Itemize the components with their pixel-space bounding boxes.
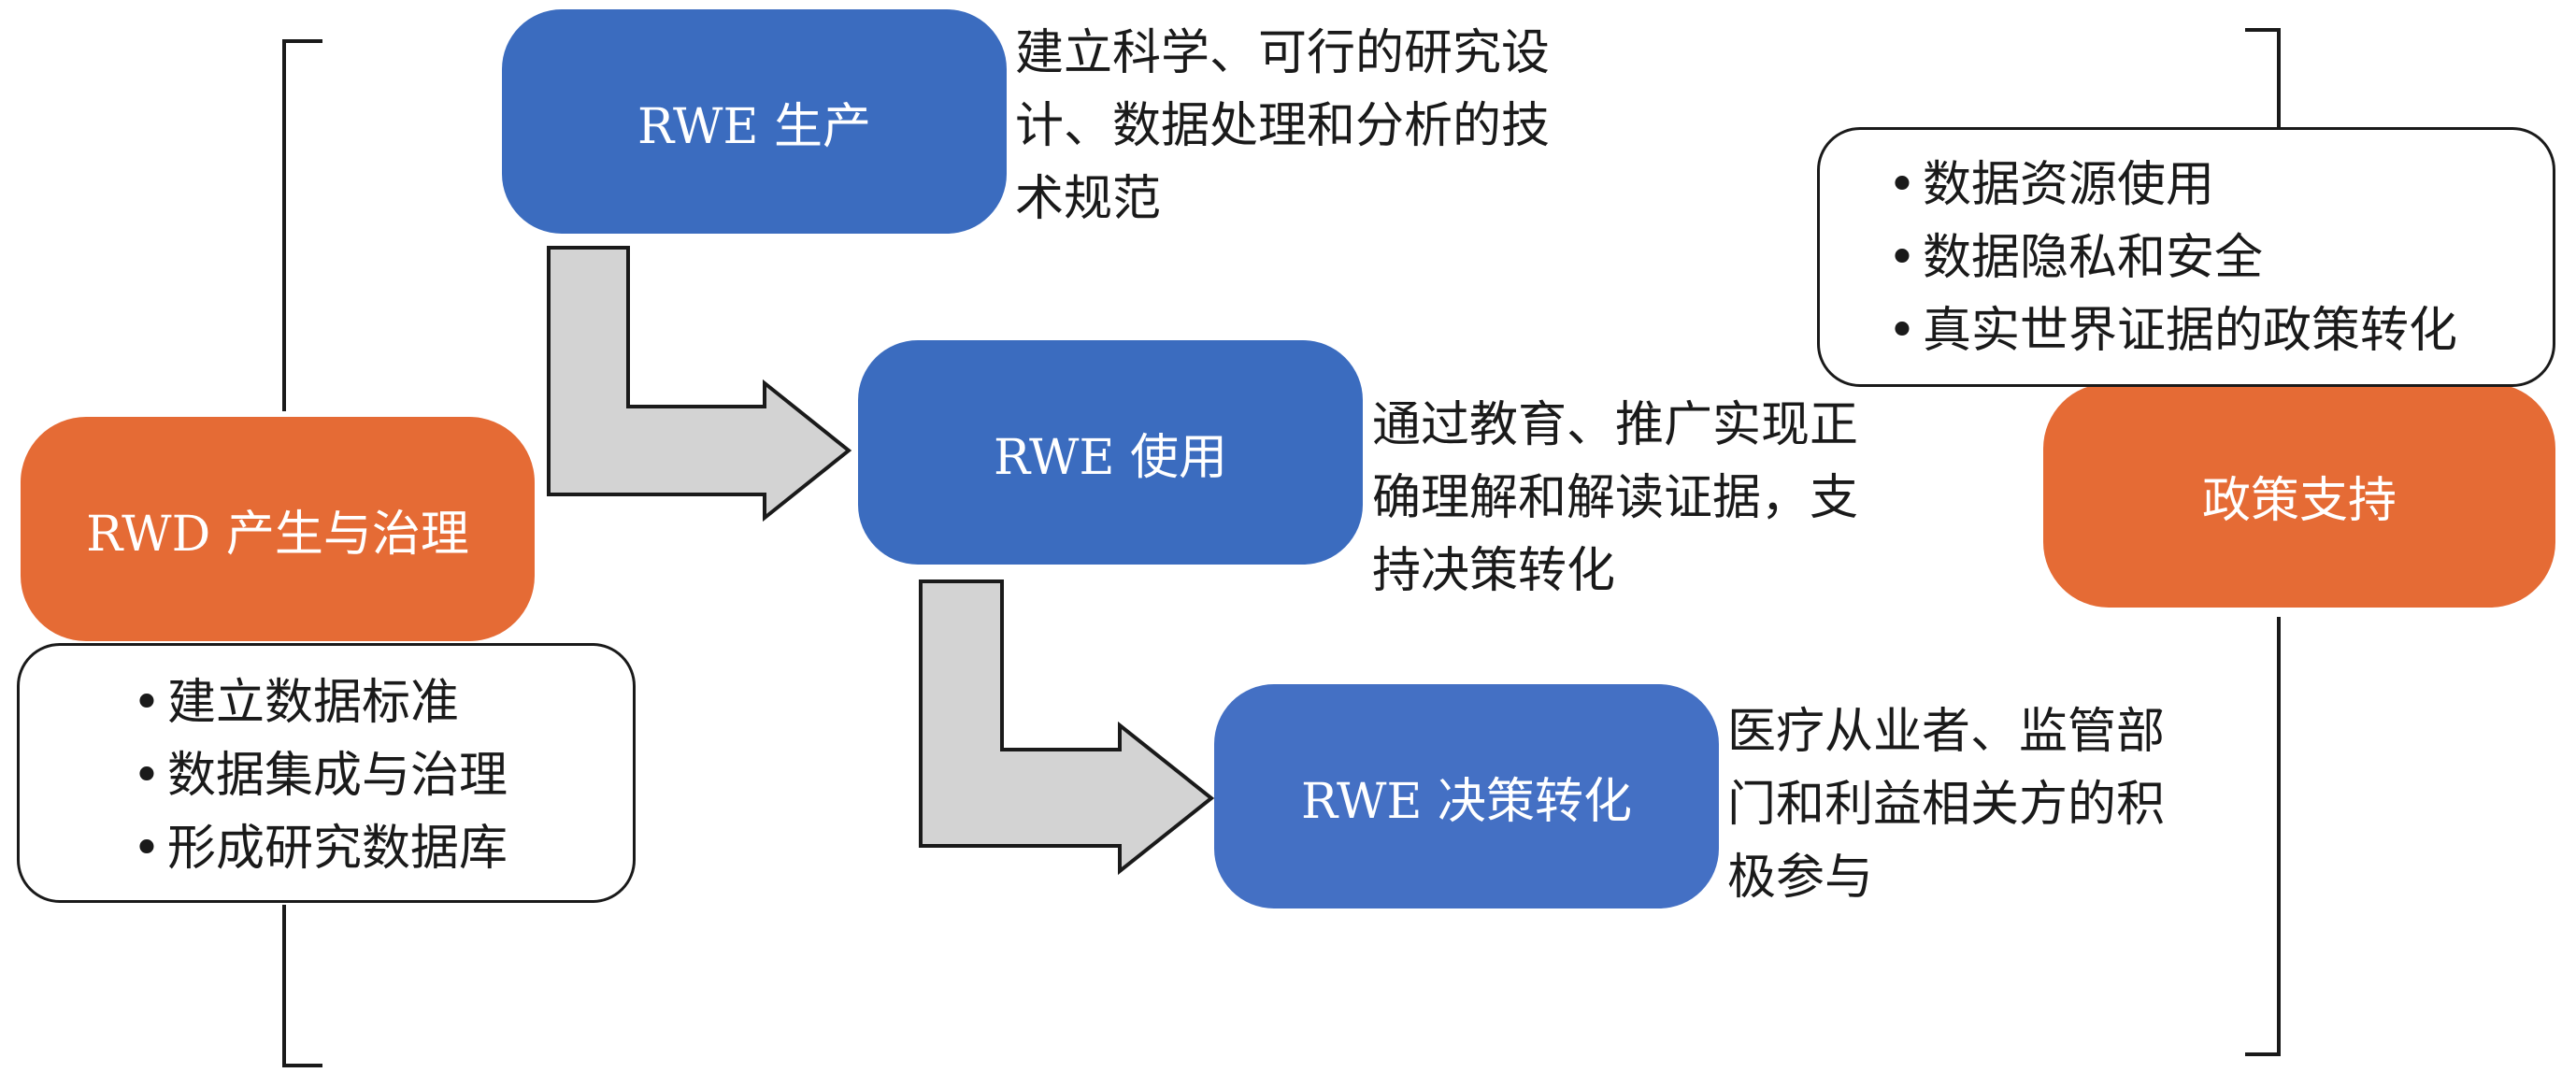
- node-rwe-use-label: RWE 使用: [994, 429, 1227, 486]
- note-line: 术规范: [1015, 171, 1162, 227]
- node-policy: 政策支持: [2043, 383, 2555, 608]
- node-rwe-produce: RWE 生产: [502, 9, 1007, 234]
- flow-arrow-2: [919, 579, 1215, 876]
- node-policy-label: 政策支持: [2201, 472, 2397, 529]
- flow-arrow-1: [547, 246, 852, 522]
- list-item: 数据资源使用: [1885, 149, 2553, 222]
- note-line: 医疗从业者、监管部: [1727, 704, 2166, 760]
- note-decide: 医疗从业者、监管部 门和利益相关方的积 极参与: [1727, 695, 2165, 914]
- right-bracket: [2245, 28, 2281, 1056]
- note-line: 通过教育、推广实现正: [1372, 397, 1859, 453]
- note-line: 确理解和解读证据，支: [1372, 470, 1859, 526]
- rwd-items-box: 建立数据标准 数据集成与治理 形成研究数据库: [17, 643, 636, 903]
- node-rwe-produce-label: RWE 生产: [637, 98, 871, 155]
- node-rwe-use: RWE 使用: [858, 340, 1363, 565]
- note-line: 建立科学、可行的研究设: [1015, 25, 1551, 81]
- list-item: 形成研究数据库: [130, 812, 633, 885]
- policy-items-box: 数据资源使用 数据隐私和安全 真实世界证据的政策转化: [1817, 127, 2555, 387]
- left-bracket: [282, 39, 322, 1067]
- note-line: 极参与: [1727, 850, 1874, 906]
- list-item: 真实世界证据的政策转化: [1885, 294, 2553, 367]
- list-item: 建立数据标准: [130, 666, 633, 739]
- note-produce: 建立科学、可行的研究设 计、数据处理和分析的技 术规范: [1015, 17, 1550, 236]
- node-rwe-decide-label: RWE 决策转化: [1301, 773, 1632, 830]
- node-rwe-decide: RWE 决策转化: [1214, 684, 1719, 908]
- list-item: 数据隐私和安全: [1885, 222, 2553, 294]
- note-line: 持决策转化: [1372, 543, 1616, 599]
- node-rwd: RWD 产生与治理: [21, 417, 535, 641]
- note-use: 通过教育、推广实现正 确理解和解读证据，支 持决策转化: [1372, 389, 1858, 608]
- note-line: 门和利益相关方的积: [1727, 777, 2166, 833]
- list-item: 数据集成与治理: [130, 739, 633, 812]
- node-rwd-label: RWD 产生与治理: [86, 506, 469, 563]
- note-line: 计、数据处理和分析的技: [1015, 98, 1551, 154]
